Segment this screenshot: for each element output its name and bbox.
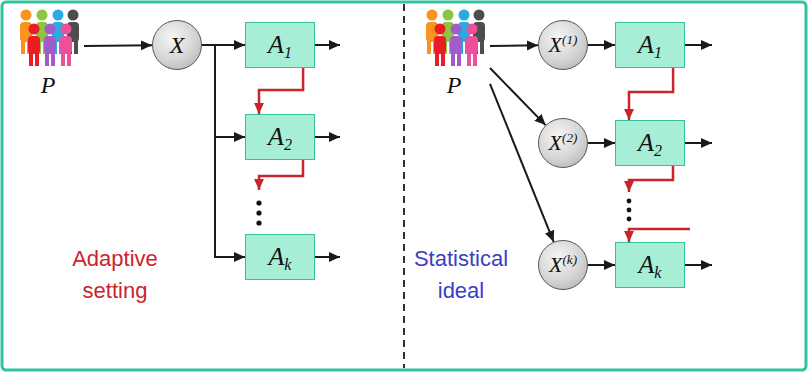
symbol-index: 1 xyxy=(284,44,292,61)
algorithm-symbol: A1 xyxy=(638,31,662,60)
analysis-box: A2 xyxy=(245,114,315,160)
ellipsis-dot xyxy=(627,208,632,213)
output-arrow xyxy=(685,142,712,144)
symbol-index: 2 xyxy=(284,136,292,153)
population-node: P xyxy=(418,8,490,106)
output-arrow xyxy=(315,136,340,138)
symbol-index: 2 xyxy=(654,142,662,159)
symbol-index: 1 xyxy=(654,44,662,61)
variable-symbol: X(2) xyxy=(549,131,578,155)
symbol-index: (k) xyxy=(562,252,577,267)
ellipsis-dot xyxy=(256,200,261,205)
flow-connector xyxy=(490,84,554,242)
flow-connector xyxy=(490,44,538,47)
symbol-index: (1) xyxy=(562,32,577,47)
flow-connector xyxy=(202,45,245,257)
population-icon xyxy=(20,10,79,67)
analysis-box: A1 xyxy=(245,22,315,68)
symbol-letter: A xyxy=(638,250,654,279)
flow-connector xyxy=(84,44,152,47)
symbol-letter: P xyxy=(447,72,462,98)
variable-symbol: X(k) xyxy=(549,253,577,277)
algorithm-symbol: A1 xyxy=(268,31,292,60)
sample-circle: X(2) xyxy=(538,118,588,168)
ellipsis-dot xyxy=(256,220,261,225)
ellipsis-dot xyxy=(627,217,632,222)
sample-circle: X xyxy=(152,20,202,70)
setting-label: Adaptive setting xyxy=(60,243,170,307)
symbol-letter: X xyxy=(170,32,185,58)
output-arrow xyxy=(315,44,340,46)
variable-symbol: X(1) xyxy=(549,33,578,57)
symbol-letter: P xyxy=(41,72,56,98)
symbol-letter: A xyxy=(638,30,654,59)
feedback-arrows xyxy=(259,160,690,242)
sample-circle: X(k) xyxy=(538,240,588,290)
symbol-letter: A xyxy=(268,30,284,59)
algorithm-symbol: Ak xyxy=(268,243,291,272)
setting-label: Statistical ideal xyxy=(406,243,516,307)
ellipsis-dot xyxy=(627,199,632,204)
population-symbol: P xyxy=(41,72,56,98)
symbol-letter: A xyxy=(268,242,284,271)
population-symbol: P xyxy=(447,72,462,98)
flow-connector xyxy=(588,142,615,144)
symbol-index: k xyxy=(284,256,291,273)
population-node: P xyxy=(12,8,84,106)
analysis-box: A2 xyxy=(615,120,685,166)
analysis-box: A1 xyxy=(615,22,685,68)
feedback-connector xyxy=(259,68,303,114)
divider-line xyxy=(403,4,405,368)
population-icon xyxy=(426,10,485,67)
symbol-letter: A xyxy=(268,122,284,151)
output-arrow xyxy=(685,264,712,266)
flow-connector xyxy=(202,45,245,137)
output-arrow xyxy=(685,44,712,46)
algorithm-symbol: A2 xyxy=(268,123,292,152)
analysis-box: Ak xyxy=(615,242,685,288)
algorithm-symbol: A2 xyxy=(638,129,662,158)
output-arrow xyxy=(315,256,340,258)
symbol-letter: X xyxy=(549,252,562,277)
flow-connector xyxy=(588,44,615,46)
symbol-index: k xyxy=(654,264,661,281)
algorithm-symbol: Ak xyxy=(638,251,661,280)
symbol-letter: X xyxy=(549,130,562,155)
ellipsis-dots xyxy=(256,199,631,226)
feedback-arrow xyxy=(259,160,303,190)
feedback-connector xyxy=(629,68,673,120)
symbol-letter: X xyxy=(549,32,562,57)
flow-connector xyxy=(588,264,615,266)
output-arrows xyxy=(315,45,712,265)
feedback-arrow xyxy=(629,229,690,242)
symbol-index: (2) xyxy=(562,130,577,145)
ellipsis-dot xyxy=(256,210,261,215)
sample-circle: X(1) xyxy=(538,20,588,70)
feedback-arrow xyxy=(629,166,673,192)
analysis-box: Ak xyxy=(245,234,315,280)
flow-connector xyxy=(490,68,546,125)
symbol-letter: A xyxy=(638,128,654,157)
variable-symbol: X xyxy=(170,32,185,58)
